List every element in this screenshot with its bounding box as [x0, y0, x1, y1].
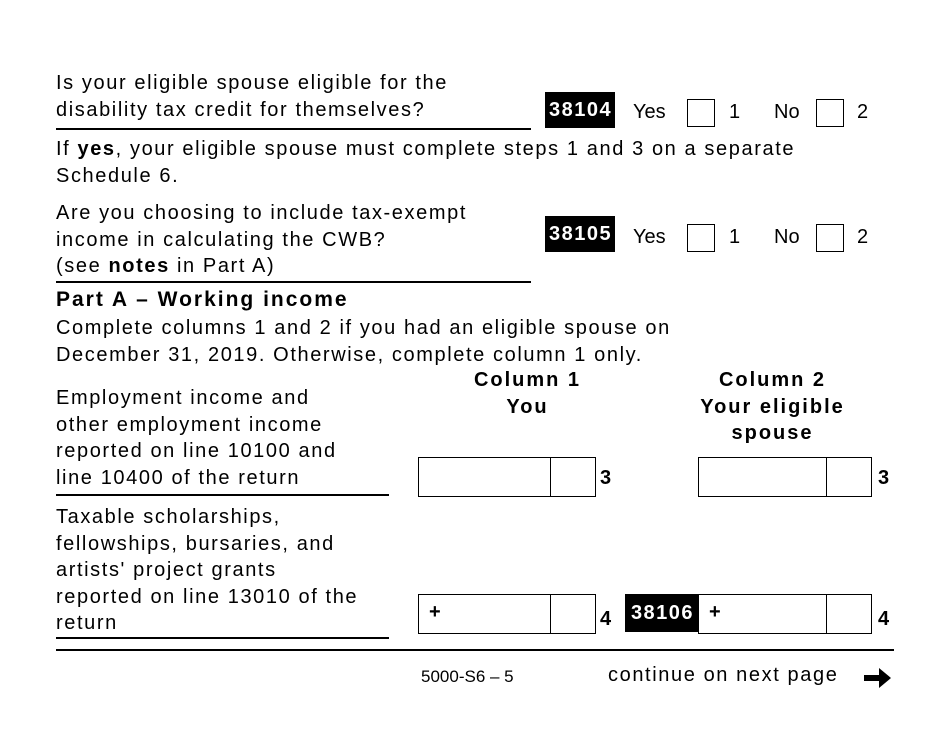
question-1-text: Is your eligible spouse eligible for the…	[56, 70, 448, 123]
column-1-subtitle: You	[506, 395, 549, 418]
part-a-intro-line-1: Complete columns 1 and 2 if you had an e…	[56, 317, 671, 339]
column-2-title: Column 2	[718, 369, 827, 391]
footer-rule	[56, 649, 894, 651]
line-4-column-1-cents-input[interactable]	[550, 595, 595, 633]
line-3-column-2-amount-input[interactable]	[698, 457, 872, 497]
question-1-line-2: disability tax credit for themselves?	[56, 98, 426, 121]
spouse-note-line-1: If yes, your eligible spouse must comple…	[56, 136, 795, 163]
part-a-intro-line-2: December 31, 2019. Otherwise, complete c…	[56, 343, 643, 366]
column-2-header: Column 2 Your eligible spouse	[680, 367, 865, 447]
column-1-header: Column 1 You	[440, 367, 615, 420]
line-3-column-1-cents-input[interactable]	[550, 458, 595, 496]
line-4-description: Taxable scholarships, fellowships, bursa…	[56, 504, 358, 637]
part-a-intro: Complete columns 1 and 2 if you had an e…	[56, 315, 671, 368]
line-4-column-2-cents-input[interactable]	[826, 595, 871, 633]
question-2-line-2: income in calculating the CWB?	[56, 228, 387, 251]
field-code-38104: 38104	[545, 92, 615, 128]
line-4-column-2-amount-input[interactable]: +	[698, 594, 872, 634]
question-1-yes-value: 1	[729, 101, 741, 123]
question-1-no-label: No	[774, 101, 800, 123]
question-2-yes-label: Yes	[633, 226, 666, 248]
line-4-text-2: fellowships, bursaries, and	[56, 532, 335, 555]
column-2-subtitle-1: Your eligible	[700, 395, 845, 418]
line-4-text-4: reported on line 13010 of the	[56, 585, 359, 608]
question-1-no-value: 2	[857, 101, 869, 123]
line-3-number-col2: 3	[878, 467, 890, 489]
line-3-text-4: line 10400 of the return	[56, 466, 301, 489]
line-4-text-3: artists' project grants	[56, 559, 277, 581]
line-4-text-5: return	[56, 612, 118, 634]
line-4-rule	[56, 637, 389, 639]
question-1-yes-label: Yes	[633, 101, 666, 123]
line-3-text-3: reported on line 10100 and	[56, 440, 337, 462]
q2-pre: (see	[56, 255, 109, 277]
line-4-number-col1: 4	[600, 608, 612, 630]
form-id: 5000-S6 – 5	[421, 667, 514, 686]
field-code-38106: 38106	[625, 594, 700, 632]
question-1-rule	[56, 128, 531, 130]
field-code-38105: 38105	[545, 216, 615, 252]
line-3-text-1: Employment income and	[56, 387, 310, 409]
note-bold: yes	[77, 138, 116, 160]
line-3-description: Employment income and other employment i…	[56, 385, 337, 491]
question-2-no-value: 2	[857, 226, 869, 248]
column-2-subtitle-2: spouse	[731, 422, 814, 444]
continue-text: continue on next page	[608, 664, 839, 686]
spouse-note-line-2: Schedule 6.	[56, 164, 180, 187]
question-2-text: Are you choosing to include tax-exempt i…	[56, 200, 467, 280]
question-2-line-3: (see notes in Part A)	[56, 253, 467, 280]
question-2-no-label: No	[774, 226, 800, 248]
plus-sign: +	[429, 601, 441, 623]
question-1-yes-checkbox[interactable]	[687, 99, 715, 127]
line-3-column-1-amount-input[interactable]	[418, 457, 596, 497]
column-1-title: Column 1	[473, 369, 582, 391]
question-2-yes-value: 1	[729, 226, 741, 248]
question-2-no-checkbox[interactable]	[816, 224, 844, 252]
line-3-column-2-cents-input[interactable]	[826, 458, 871, 496]
note-pre: If	[56, 138, 78, 160]
question-2-yes-checkbox[interactable]	[687, 224, 715, 252]
question-1-line-1: Is your eligible spouse eligible for the	[56, 72, 448, 94]
part-a-title: Part A – Working income	[56, 288, 349, 311]
spouse-note: If yes, your eligible spouse must comple…	[56, 136, 795, 189]
question-2-rule	[56, 281, 531, 283]
note-post: , your eligible spouse must complete ste…	[115, 138, 796, 160]
line-4-column-1-amount-input[interactable]: +	[418, 594, 596, 634]
q2-post: in Part A)	[169, 255, 276, 277]
line-3-text-2: other employment income	[56, 413, 323, 436]
line-3-rule	[56, 494, 389, 496]
right-arrow-icon	[864, 668, 891, 688]
plus-sign: +	[709, 601, 721, 623]
line-3-number-col1: 3	[600, 467, 612, 489]
q2-bold: notes	[108, 255, 170, 277]
question-1-no-checkbox[interactable]	[816, 99, 844, 127]
question-2-line-1: Are you choosing to include tax-exempt	[56, 202, 467, 224]
line-4-number-col2: 4	[878, 608, 890, 630]
line-4-text-1: Taxable scholarships,	[56, 506, 281, 528]
